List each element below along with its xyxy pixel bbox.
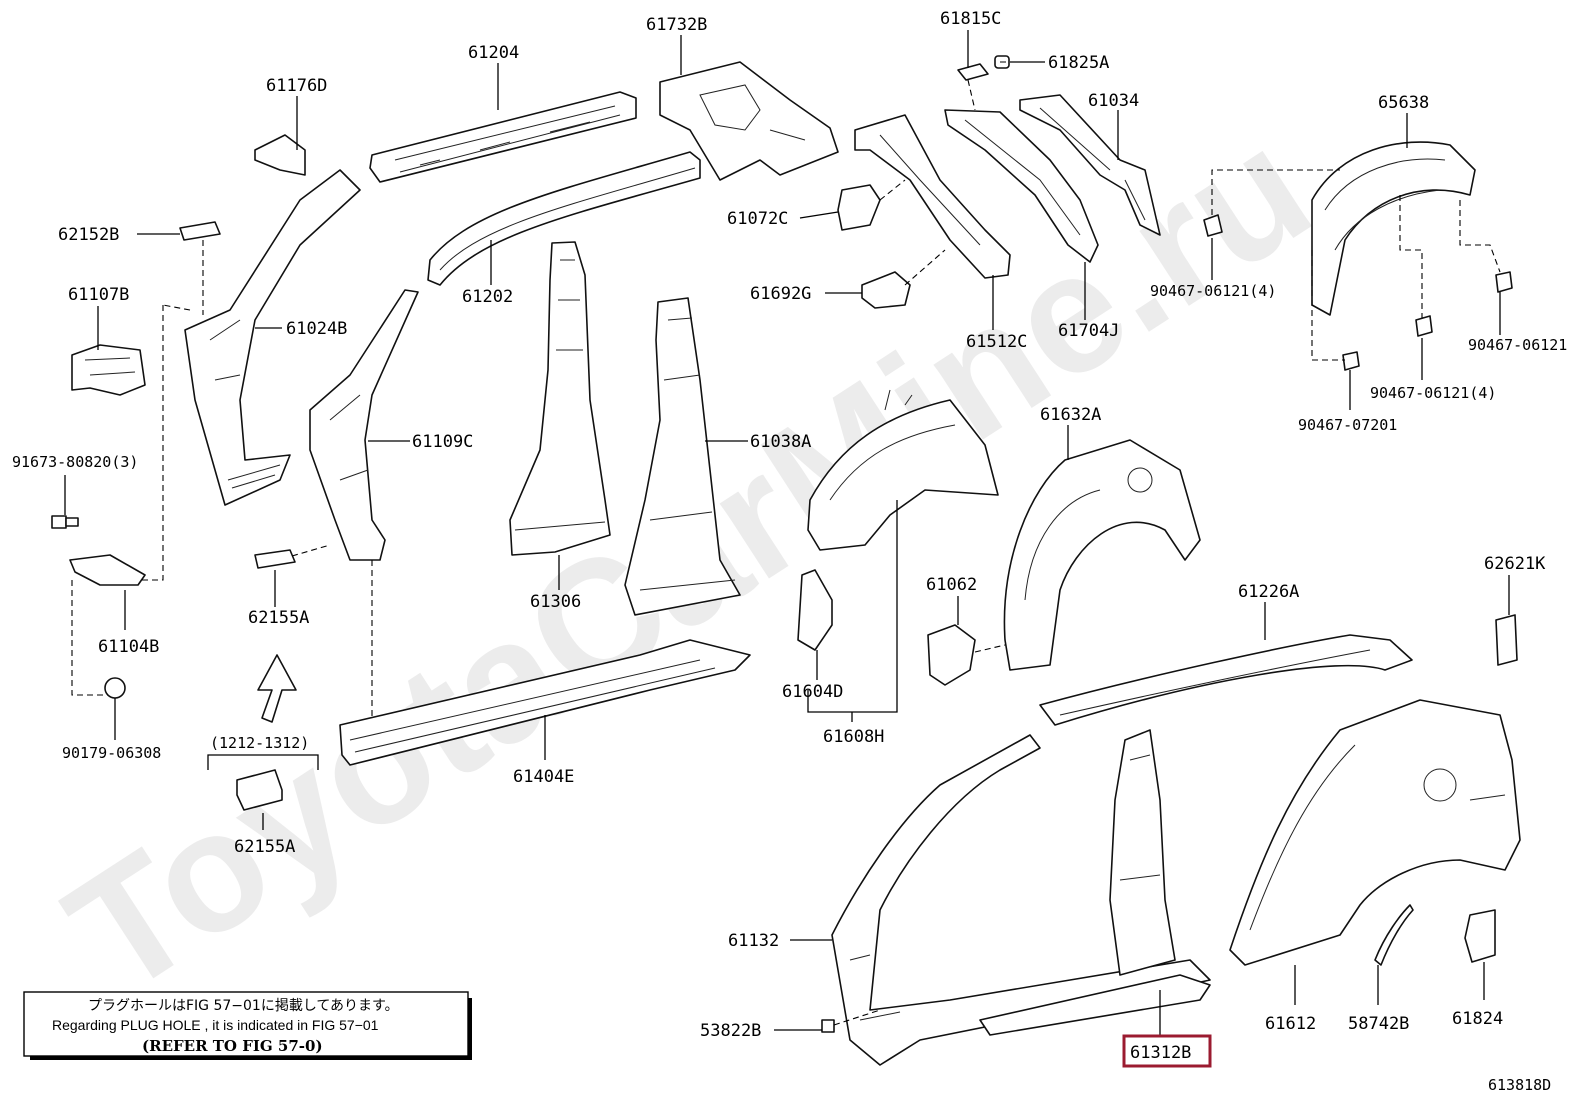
label-62155A-lower[interactable]: 62155A [234,837,295,857]
label-61815C[interactable]: 61815C [940,9,1001,29]
label-61604D[interactable]: 61604D [782,682,843,702]
leader-lines [64,30,1510,1035]
part-90467-06121-clip-c[interactable] [1415,315,1433,337]
label-1212-1312: (1212-1312) [210,734,309,752]
label-90179-06308[interactable]: 90179-06308 [62,744,161,762]
label-58742B[interactable]: 58742B [1348,1014,1409,1034]
label-61732B[interactable]: 61732B [646,15,707,35]
label-61034[interactable]: 61034 [1088,91,1139,111]
part-61732B[interactable] [659,61,839,181]
part-61109C[interactable] [309,289,419,561]
label-61312B[interactable]: 61312B [1130,1043,1191,1063]
label-90467-07201[interactable]: 90467-07201 [1298,416,1397,434]
part-61062[interactable] [927,624,976,686]
assembly-dashed-lines [71,61,1501,1026]
part-91673-bolt[interactable] [51,515,79,529]
label-61608H[interactable]: 61608H [823,727,884,747]
part-62155A-lower[interactable] [236,769,283,811]
label-53822B[interactable]: 53822B [700,1021,761,1041]
part-90467-06121-clip-a[interactable] [1203,214,1223,237]
part-61608H[interactable] [807,389,999,551]
label-90467-06121-4-a[interactable]: 90467-06121(4) [1150,282,1276,300]
label-61306[interactable]: 61306 [530,592,581,612]
label-61825A[interactable]: 61825A [1048,53,1109,73]
part-61104B[interactable] [69,554,146,586]
part-61034[interactable] [1019,94,1161,236]
note-english: Regarding PLUG HOLE , it is indicated in… [52,1017,379,1033]
part-61604D[interactable] [797,569,833,651]
label-61512C[interactable]: 61512C [966,332,1027,352]
part-53822B[interactable] [821,1019,835,1033]
part-61692G[interactable] [861,271,911,309]
part-61024B[interactable] [184,169,361,506]
part-61038A[interactable] [624,297,741,616]
label-61612[interactable]: 61612 [1265,1014,1316,1034]
label-61404E[interactable]: 61404E [513,767,574,787]
part-61306[interactable] [509,241,611,556]
note-reference: (REFER TO FIG 57-0) [142,1037,323,1055]
label-61104B[interactable]: 61104B [98,637,159,657]
label-90467-06121-4-b[interactable]: 90467-06121(4) [1370,384,1496,402]
part-61632A[interactable] [1003,439,1201,671]
part-90467-06121-clip-b[interactable] [1495,271,1513,293]
part-90467-07201-clip[interactable] [1342,351,1360,371]
label-62155A-upper[interactable]: 62155A [248,608,309,628]
part-61824[interactable] [1464,909,1496,963]
part-61176D[interactable] [254,134,306,176]
label-61038A[interactable]: 61038A [750,432,811,452]
label-61024B[interactable]: 61024B [286,319,347,339]
note-box: プラグホールはFIG 57−01に掲載してあります。 Regarding PLU… [23,991,472,1060]
part-61512C[interactable] [854,114,1011,279]
label-65638[interactable]: 65638 [1378,93,1429,113]
label-61072C[interactable]: 61072C [727,209,788,229]
part-62621K[interactable] [1495,614,1518,666]
label-61109C[interactable]: 61109C [412,432,473,452]
label-90467-06121[interactable]: 90467-06121 [1468,336,1567,354]
part-65638[interactable] [1311,141,1476,316]
part-61312B[interactable] [831,729,1211,1066]
label-61204[interactable]: 61204 [468,43,519,63]
label-61176D[interactable]: 61176D [266,76,327,96]
label-61704J[interactable]: 61704J [1058,321,1119,341]
label-61824[interactable]: 61824 [1452,1009,1503,1029]
label-61062[interactable]: 61062 [926,575,977,595]
part-61204[interactable] [369,91,637,183]
note-japanese: プラグホールはFIG 57−01に掲載してあります。 [88,998,399,1014]
part-61815C[interactable] [957,63,989,81]
highlight-box [1122,1034,1212,1068]
arrow-up-icon [257,654,297,723]
part-61226A[interactable] [1039,634,1413,726]
part-58742B[interactable] [1374,904,1414,966]
label-91673-80820[interactable]: 91673-80820(3) [12,453,138,471]
label-61132[interactable]: 61132 [728,931,779,951]
part-61404E[interactable] [339,639,751,766]
part-62152B[interactable] [179,221,221,241]
label-61202[interactable]: 61202 [462,287,513,307]
label-62152B[interactable]: 62152B [58,225,119,245]
part-61072C[interactable] [837,184,881,231]
part-61612[interactable] [1229,699,1521,966]
label-61226A[interactable]: 61226A [1238,582,1299,602]
part-61107B[interactable] [71,344,146,396]
label-61632A[interactable]: 61632A [1040,405,1101,425]
label-61692G[interactable]: 61692G [750,284,811,304]
part-61704J[interactable] [944,109,1099,263]
part-61202[interactable] [427,151,701,286]
part-62155A-upper[interactable] [254,549,296,569]
diagram-code: 613818D [1488,1076,1551,1094]
label-61107B[interactable]: 61107B [68,285,129,305]
label-62621K[interactable]: 62621K [1484,554,1546,574]
